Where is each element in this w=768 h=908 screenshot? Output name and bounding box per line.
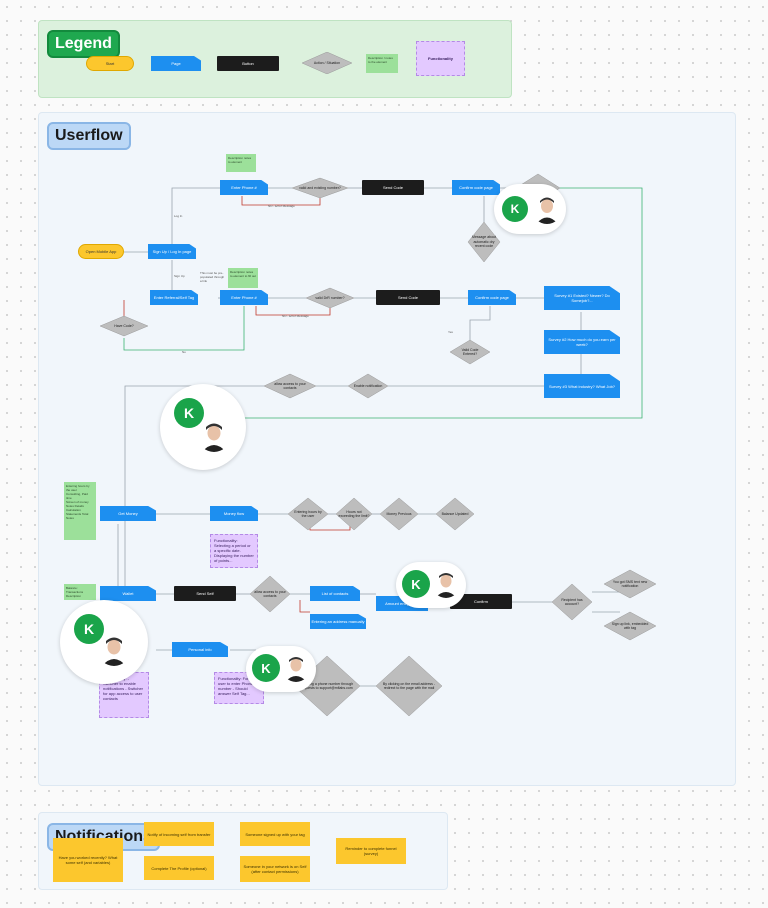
person-photo-icon — [285, 657, 307, 682]
avatar-photo — [532, 194, 562, 224]
wallet-page[interactable]: Wallet — [100, 586, 156, 601]
money-flow-page[interactable]: Money flow — [210, 506, 258, 521]
enter-referral-page[interactable]: Enter Referral/Self Tag — [150, 290, 198, 305]
avatar-photo — [98, 634, 130, 666]
wallet-note: Balance: Transactions Description — [64, 584, 96, 600]
person-photo-icon — [202, 423, 226, 452]
entering-hours-decision: Entering hours by the user — [294, 509, 322, 519]
get-money-notes: Entering hours by the user Consulting, P… — [64, 482, 96, 540]
get-money-note-item: Entering hours by the user — [66, 484, 90, 492]
get-money-note-item: Notes Details — [66, 504, 84, 508]
survey-1-page[interactable]: Survey #1 Existed? Newer? Do Somejob?... — [544, 286, 620, 310]
sign-up-link-result: Sign up link, embedded with tag — [611, 621, 649, 631]
valid-dr-decision: valid DrR number? — [315, 295, 345, 300]
hours-limit-decision: Hours not exceeding the limit? — [338, 509, 370, 519]
avatar-card-2: K — [160, 384, 246, 470]
notification-3: Complete The Profile (optional) — [144, 856, 214, 880]
get-money-note-item: Notes — [66, 516, 74, 520]
edge-yes: Yes — [448, 330, 453, 334]
person-photo-icon — [536, 197, 558, 224]
notification-6: Reminder to complete funnel (survey) — [336, 838, 406, 864]
money-previous-decision: Money Previous — [386, 511, 412, 516]
note-1: Description notes to element — [226, 154, 256, 172]
allow-access-decision-2: allow access to your contacts — [254, 589, 286, 599]
get-money-note-item: Statements Total — [66, 512, 89, 516]
notification-5: Someone in your network is on Self (afte… — [240, 856, 310, 882]
edge-new-tag-note: This must be pre-populated through a lin… — [200, 271, 225, 283]
get-money-note-item: Screen of money — [66, 500, 89, 504]
got-sms-result: You got SMS text new notification — [612, 579, 648, 589]
balance-updated-decision: Balance Updated — [441, 511, 469, 516]
userflow-section — [38, 112, 736, 786]
avatar-photo — [432, 570, 460, 598]
note-2: Description notes to element to fill out — [228, 268, 258, 288]
list-of-contacts-page[interactable]: List of contacts — [310, 586, 360, 601]
legend-action-diamond — [302, 52, 352, 74]
entering-address-page[interactable]: Entering an address manually — [310, 614, 366, 629]
legend-note: Description / notes to the element — [366, 54, 398, 73]
functionality-money-flow: Functionality: Selecting a period or a s… — [210, 534, 258, 568]
avatar-card-1: K — [494, 184, 566, 234]
message-attempts-decision: Message about automatic dry recent code — [472, 235, 496, 249]
legend-title: Legend — [47, 30, 120, 58]
avatar-card-4: K — [60, 600, 148, 684]
confirm-code-page-1[interactable]: Confirm code page — [452, 180, 500, 195]
confirm-button[interactable]: Confirm — [450, 594, 512, 609]
legend-functionality: Functionality — [416, 41, 465, 76]
avatar-photo — [282, 654, 310, 682]
recipient-account-decision: Recipient has account? — [561, 597, 583, 607]
personal-info-page[interactable]: Personal info — [172, 642, 228, 657]
avatar-badge: K — [174, 398, 204, 428]
allow-access-decision: allow access to your contacts — [274, 381, 306, 391]
signup-login-page[interactable]: Sign Up / Log In page — [148, 244, 196, 259]
survey-2-page[interactable]: Survey #2 How much do you earn per week? — [544, 330, 620, 354]
avatar-photo — [198, 420, 230, 452]
valid-existing-decision: valid and existing number? — [299, 185, 341, 190]
clicking-email-decision: By clicking on the email address - redir… — [382, 681, 436, 691]
enter-phone-page-b[interactable]: Enter Phone # — [220, 290, 268, 305]
edge-log-in: Log In — [174, 214, 183, 218]
person-photo-icon — [435, 573, 457, 598]
send-code-button-2[interactable]: Send Code — [376, 290, 440, 305]
avatar-card-3: K — [396, 562, 466, 608]
edge-no-error-2: NO - Error Message — [282, 314, 309, 318]
notification-2: Notify of incoming self from transfer — [144, 822, 214, 846]
legend-action-label: Action / Situation — [313, 60, 341, 65]
valid-code-decision-2: Valid Code Entered? — [461, 347, 479, 357]
send-self-button[interactable]: Send Self — [174, 586, 236, 601]
get-money-note-item: Calculation — [66, 508, 81, 512]
avatar-card-5: K — [246, 646, 316, 692]
send-code-button-1[interactable]: Send Code — [362, 180, 424, 195]
survey-3-page[interactable]: Survey #3 What industry? What Job? — [544, 374, 620, 398]
notification-1: Have you worked recently? What some self… — [53, 838, 123, 882]
avatar-badge: K — [402, 570, 430, 598]
have-code-decision: Have Code? — [114, 323, 134, 328]
entering-phone-decision: Entering a phone number through requests… — [300, 681, 354, 691]
legend-start: Start — [86, 56, 134, 71]
get-money-page[interactable]: Get Money — [100, 506, 156, 521]
userflow-title: Userflow — [47, 122, 131, 150]
get-money-note-item: Consulting, Paid time — [66, 492, 88, 500]
open-mobile-app-start[interactable]: Open Mobile App — [78, 244, 124, 259]
avatar-badge: K — [252, 654, 280, 682]
enable-notification-decision: Enable notification — [353, 383, 383, 388]
confirm-code-page-2[interactable]: Confirm code page — [468, 290, 516, 305]
edge-sign-up: Sign Up — [174, 274, 185, 278]
enter-phone-page-a[interactable]: Enter Phone # — [220, 180, 268, 195]
edge-no: No — [182, 350, 186, 354]
legend-page: Page — [151, 56, 201, 71]
person-photo-icon — [102, 637, 126, 666]
edge-no-error-1: NO - Error Message — [268, 204, 295, 208]
avatar-badge: K — [502, 196, 528, 222]
legend-button: Button — [217, 56, 279, 71]
notification-4: Someone signed up with your tag — [240, 822, 310, 846]
avatar-badge: K — [74, 614, 104, 644]
